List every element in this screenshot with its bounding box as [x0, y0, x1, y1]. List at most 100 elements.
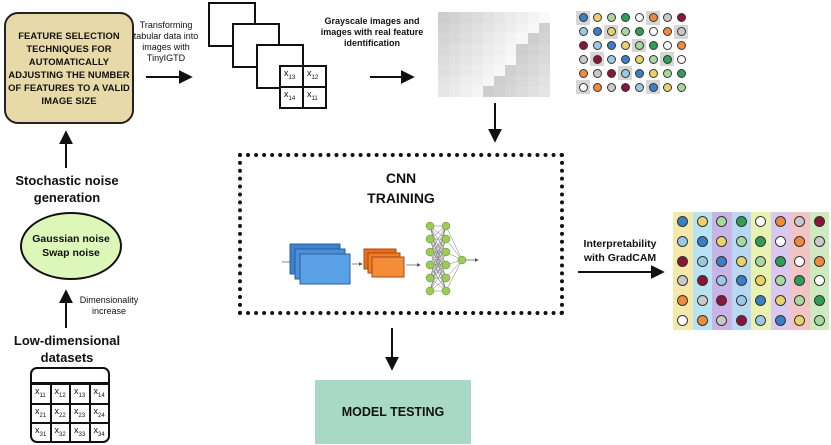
feature-dot [794, 275, 806, 287]
nn-neuron [441, 286, 451, 296]
gray-pixel [482, 86, 494, 97]
feature-cell [604, 66, 618, 81]
nn-neuron [425, 221, 435, 231]
feature-cell [673, 290, 693, 311]
feature-cell [674, 66, 688, 81]
feature-cell [751, 290, 771, 311]
feature-cell [632, 38, 646, 53]
feature-cell [646, 52, 660, 67]
feature-dot [676, 68, 686, 78]
feature-cell [590, 24, 604, 39]
feature-dot [592, 54, 602, 64]
feature-dot [735, 216, 747, 228]
table-cell: x11 [32, 385, 50, 403]
gray-pixel [538, 33, 550, 44]
feature-dot [634, 82, 644, 92]
matrix-cell: x12 [304, 67, 325, 86]
feature-dot [606, 27, 616, 37]
feature-cell [590, 11, 604, 25]
nn-connection [445, 225, 463, 261]
feature-cell [731, 212, 751, 232]
gray-pixel [516, 75, 528, 87]
gray-pixel [516, 33, 528, 44]
feature-cell [790, 290, 810, 311]
feature-cell [809, 251, 829, 271]
feature-cell [712, 310, 732, 330]
gray-pixel [505, 43, 517, 55]
feature-dot [578, 68, 588, 78]
gray-pixel [505, 54, 517, 66]
feature-cell [712, 212, 732, 232]
feature-dot [735, 314, 747, 326]
feature-identification-image [576, 11, 688, 94]
gray-pixel [493, 43, 506, 55]
nn-neuron [425, 273, 435, 283]
noise-types-ellipse: Gaussian noise Swap noise [20, 212, 122, 280]
feature-dot [606, 41, 616, 51]
feature-cell [692, 231, 712, 252]
feature-cell [673, 231, 693, 252]
gray-pixel [493, 65, 506, 76]
gray-pixel [460, 75, 472, 87]
feature-cell [712, 251, 732, 271]
feature-dot [774, 255, 786, 267]
feature-dot [813, 294, 825, 306]
feature-dot [592, 68, 602, 78]
feature-dot [755, 216, 767, 228]
gray-pixel [493, 54, 506, 66]
feature-dot [592, 82, 602, 92]
feature-cell [712, 290, 732, 311]
gray-pixel [493, 33, 506, 44]
feature-dot [620, 82, 630, 92]
feature-dot [578, 82, 588, 92]
table-cell: x21 [32, 404, 50, 423]
gray-pixel [493, 12, 506, 23]
feature-cell [751, 270, 771, 291]
gray-pixel [471, 65, 483, 76]
nn-neuron [441, 221, 451, 231]
gray-pixel [505, 75, 517, 87]
feature-cell [576, 38, 590, 53]
nn-connection [429, 225, 447, 253]
gray-pixel [438, 22, 450, 34]
gray-pixel [460, 12, 472, 23]
feature-dot [634, 41, 644, 51]
feature-dot [774, 216, 786, 228]
feature-dot [676, 54, 686, 64]
feature-dot [662, 68, 672, 78]
feature-cell [618, 24, 632, 39]
training-title: TRAINING [367, 190, 435, 206]
feature-cell [809, 290, 829, 311]
gray-pixel [505, 12, 517, 23]
gray-pixel [505, 33, 517, 44]
gray-pixel [505, 86, 517, 97]
feature-dot [578, 41, 588, 51]
feature-cell [751, 231, 771, 252]
table-cell: x34 [90, 424, 108, 441]
gray-pixel [460, 43, 472, 55]
feature-cell [618, 80, 632, 94]
gray-pixel [516, 86, 528, 97]
feature-cell [751, 212, 771, 232]
gray-pixel [471, 22, 483, 34]
feature-dot [606, 54, 616, 64]
feature-cell [618, 52, 632, 67]
feature-cell [618, 11, 632, 25]
gray-pixel [471, 12, 483, 23]
gray-pixel [438, 54, 450, 66]
gray-pixel [449, 86, 461, 97]
gray-pixel [460, 33, 472, 44]
feature-dot [648, 68, 658, 78]
feature-cell [674, 24, 688, 39]
feature-dot [662, 54, 672, 64]
gray-pixel [471, 86, 483, 97]
feature-cell [646, 11, 660, 25]
feature-dot [716, 235, 728, 247]
gray-pixel [460, 65, 472, 76]
nn-connection [445, 238, 463, 261]
gray-pixel [527, 54, 539, 66]
nn-neuron [441, 260, 451, 270]
feature-dot [794, 235, 806, 247]
feature-dot [696, 275, 708, 287]
